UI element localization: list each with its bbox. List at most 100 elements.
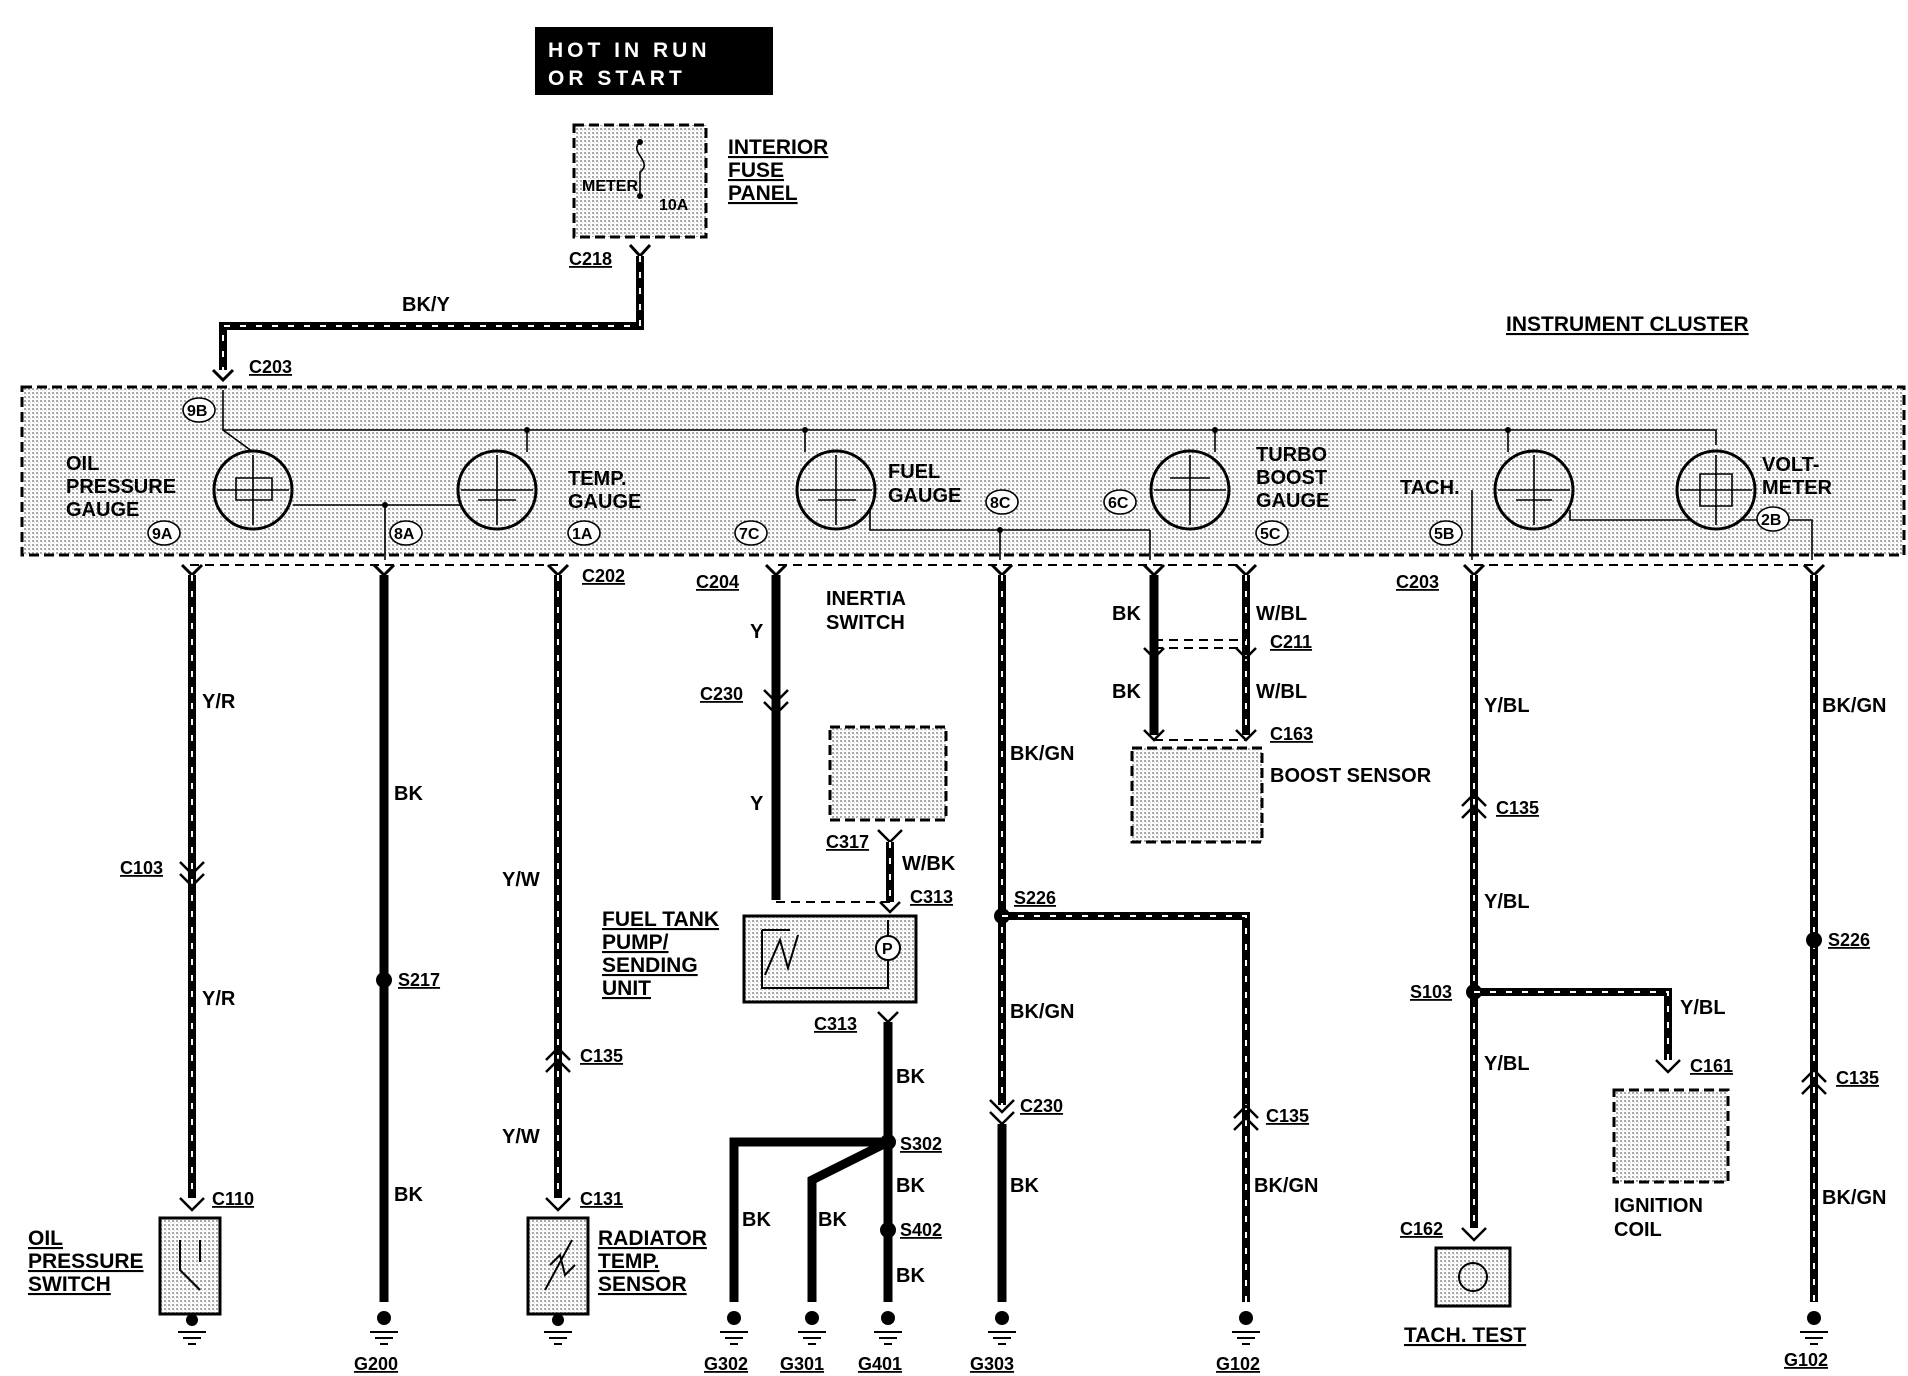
oil-switch-label-3: SWITCH	[28, 1273, 111, 1296]
wire-y-w-2: Y/W	[502, 1126, 540, 1148]
power-line-1: HOT IN RUN	[548, 39, 711, 62]
connector-c131: C131	[580, 1189, 623, 1209]
connector-c230-fuel: C230	[700, 684, 743, 704]
wire-bk-gn-8c-1: BK/GN	[1010, 743, 1074, 765]
connector-c230-8c: C230	[1020, 1096, 1063, 1116]
ground-g102-volt: G102	[1784, 1311, 1828, 1370]
svg-text:6C: 6C	[1108, 495, 1129, 512]
pin-7c: 7C	[734, 520, 768, 546]
svg-text:9A: 9A	[152, 526, 173, 543]
volt-label-1: VOLT-	[1762, 454, 1819, 476]
ground-g102-branch: G102	[1216, 1311, 1260, 1374]
oil-switch-label-1: OIL	[28, 1227, 63, 1250]
fuel-unit-label-3: SENDING	[602, 954, 698, 977]
fuel-gauge-label-1: FUEL	[888, 461, 940, 483]
inertia-switch-label-2: SWITCH	[826, 612, 905, 634]
temp-sensor-label-1: RADIATOR	[598, 1227, 707, 1250]
oil-gauge-label-3: GAUGE	[66, 499, 139, 521]
ground-g303: G303	[970, 1311, 1016, 1374]
wire-bk-gn-volt-2: BK/GN	[1822, 1187, 1886, 1209]
radiator-temp-sensor	[526, 1216, 590, 1345]
connector-c313-top: C313	[910, 887, 953, 907]
fuel-gauge-label-2: GAUGE	[888, 485, 961, 507]
wire-bk-g301: BK	[818, 1209, 847, 1231]
wire-bk-fuel-2: BK	[896, 1175, 925, 1197]
inertia-switch	[828, 725, 948, 822]
connector-c211: C211	[1270, 632, 1312, 652]
wire-y-w-1: Y/W	[502, 869, 540, 891]
oil-gauge-label-1: OIL	[66, 453, 99, 475]
fuse-panel-title-3: PANEL	[728, 182, 798, 205]
wire-bk-gn-volt-1: BK/GN	[1822, 695, 1886, 717]
inertia-switch-label-1: INERTIA	[826, 588, 906, 610]
interior-fuse-panel: METER 10A INTERIOR FUSE PANEL C218	[569, 123, 828, 269]
turbo-gauge-label-2: BOOST	[1256, 467, 1327, 489]
connector-c135-branch: C135	[1266, 1106, 1309, 1126]
pin-2b: 2B	[1756, 506, 1790, 532]
fuse-rating: 10A	[659, 197, 689, 214]
ground-g401: G401	[858, 1311, 902, 1374]
connector-c161: C161	[1690, 1056, 1733, 1076]
ignition-coil-label-2: COIL	[1614, 1219, 1662, 1241]
pump-symbol: P	[882, 941, 893, 958]
temp-sensor-label-2: TEMP.	[598, 1250, 659, 1273]
turbo-gauge-label-1: TURBO	[1256, 444, 1327, 466]
pin-9a: 9A	[147, 520, 181, 546]
connector-c103: C103	[120, 858, 163, 878]
wire-y-bl-1: Y/BL	[1484, 695, 1530, 717]
wire-bk-fuel-3: BK	[896, 1265, 925, 1287]
ignition-coil-label-1: IGNITION	[1614, 1195, 1703, 1217]
svg-text:7C: 7C	[739, 526, 760, 543]
pin-6c: 6C	[1103, 489, 1137, 515]
temp-gauge-label-2: GAUGE	[568, 491, 641, 513]
wire-y-2: Y	[750, 793, 764, 815]
wire-bk-gn-8c-2: BK/GN	[1010, 1001, 1074, 1023]
svg-text:5C: 5C	[1260, 526, 1281, 543]
wire-bk-y: BK/Y	[402, 294, 450, 316]
fuel-unit-label-2: PUMP/	[602, 931, 669, 954]
wire-bk-gn-branch: BK/GN	[1254, 1175, 1318, 1197]
turbo-boost-gauge: TURBO BOOST GAUGE	[1149, 444, 1329, 531]
oil-switch-label-2: PRESSURE	[28, 1250, 144, 1273]
pin-5b: 5B	[1429, 520, 1463, 546]
oil-gauge-label-2: PRESSURE	[66, 476, 176, 498]
wire-y-1: Y	[750, 621, 764, 643]
fuel-gauge: FUEL GAUGE	[795, 449, 961, 531]
connector-c313-bottom: C313	[814, 1014, 857, 1034]
connector-c202: C202	[582, 566, 625, 586]
ground-g301: G301	[780, 1311, 826, 1374]
wire-bk-boost-2: BK	[1112, 681, 1141, 703]
connector-c110: C110	[212, 1189, 254, 1209]
svg-text:8C: 8C	[990, 495, 1011, 512]
svg-text:2B: 2B	[1761, 512, 1781, 529]
svg-text:G102: G102	[1216, 1354, 1260, 1374]
tach-label: TACH.	[1400, 477, 1460, 499]
connector-c203-top: C203	[249, 357, 292, 377]
wire-y-r-1: Y/R	[202, 691, 236, 713]
tach-test-connector	[1434, 1246, 1512, 1308]
boost-sensor	[1130, 746, 1264, 844]
splice-s103: S103	[1410, 982, 1452, 1002]
wire-y-bl-3: Y/BL	[1484, 1053, 1530, 1075]
wire-w-bk: W/BK	[902, 853, 956, 875]
svg-text:8A: 8A	[394, 526, 415, 543]
splice-s226-8c: S226	[1014, 888, 1056, 908]
turbo-gauge-label-3: GAUGE	[1256, 490, 1329, 512]
wire-bk-boost-1: BK	[1112, 603, 1141, 625]
wire-bk-g303: BK	[1010, 1175, 1039, 1197]
temp-sensor-label-3: SENSOR	[598, 1273, 687, 1296]
wire-bk-g302: BK	[742, 1209, 771, 1231]
svg-text:5B: 5B	[1434, 526, 1454, 543]
ignition-coil	[1612, 1088, 1730, 1184]
svg-text:G102: G102	[1784, 1350, 1828, 1370]
connector-c162: C162	[1400, 1219, 1443, 1239]
svg-text:9B: 9B	[187, 403, 207, 420]
temp-gauge-label-1: TEMP.	[568, 468, 627, 490]
connector-c204: C204	[696, 572, 739, 592]
wire-bk-8a-2: BK	[394, 1184, 423, 1206]
instrument-cluster-box	[20, 385, 1906, 557]
splice-s402: S402	[900, 1220, 942, 1240]
oil-pressure-switch	[158, 1216, 222, 1345]
wire-w-bl-1: W/BL	[1256, 603, 1307, 625]
connector-c135-volt: C135	[1836, 1068, 1879, 1088]
